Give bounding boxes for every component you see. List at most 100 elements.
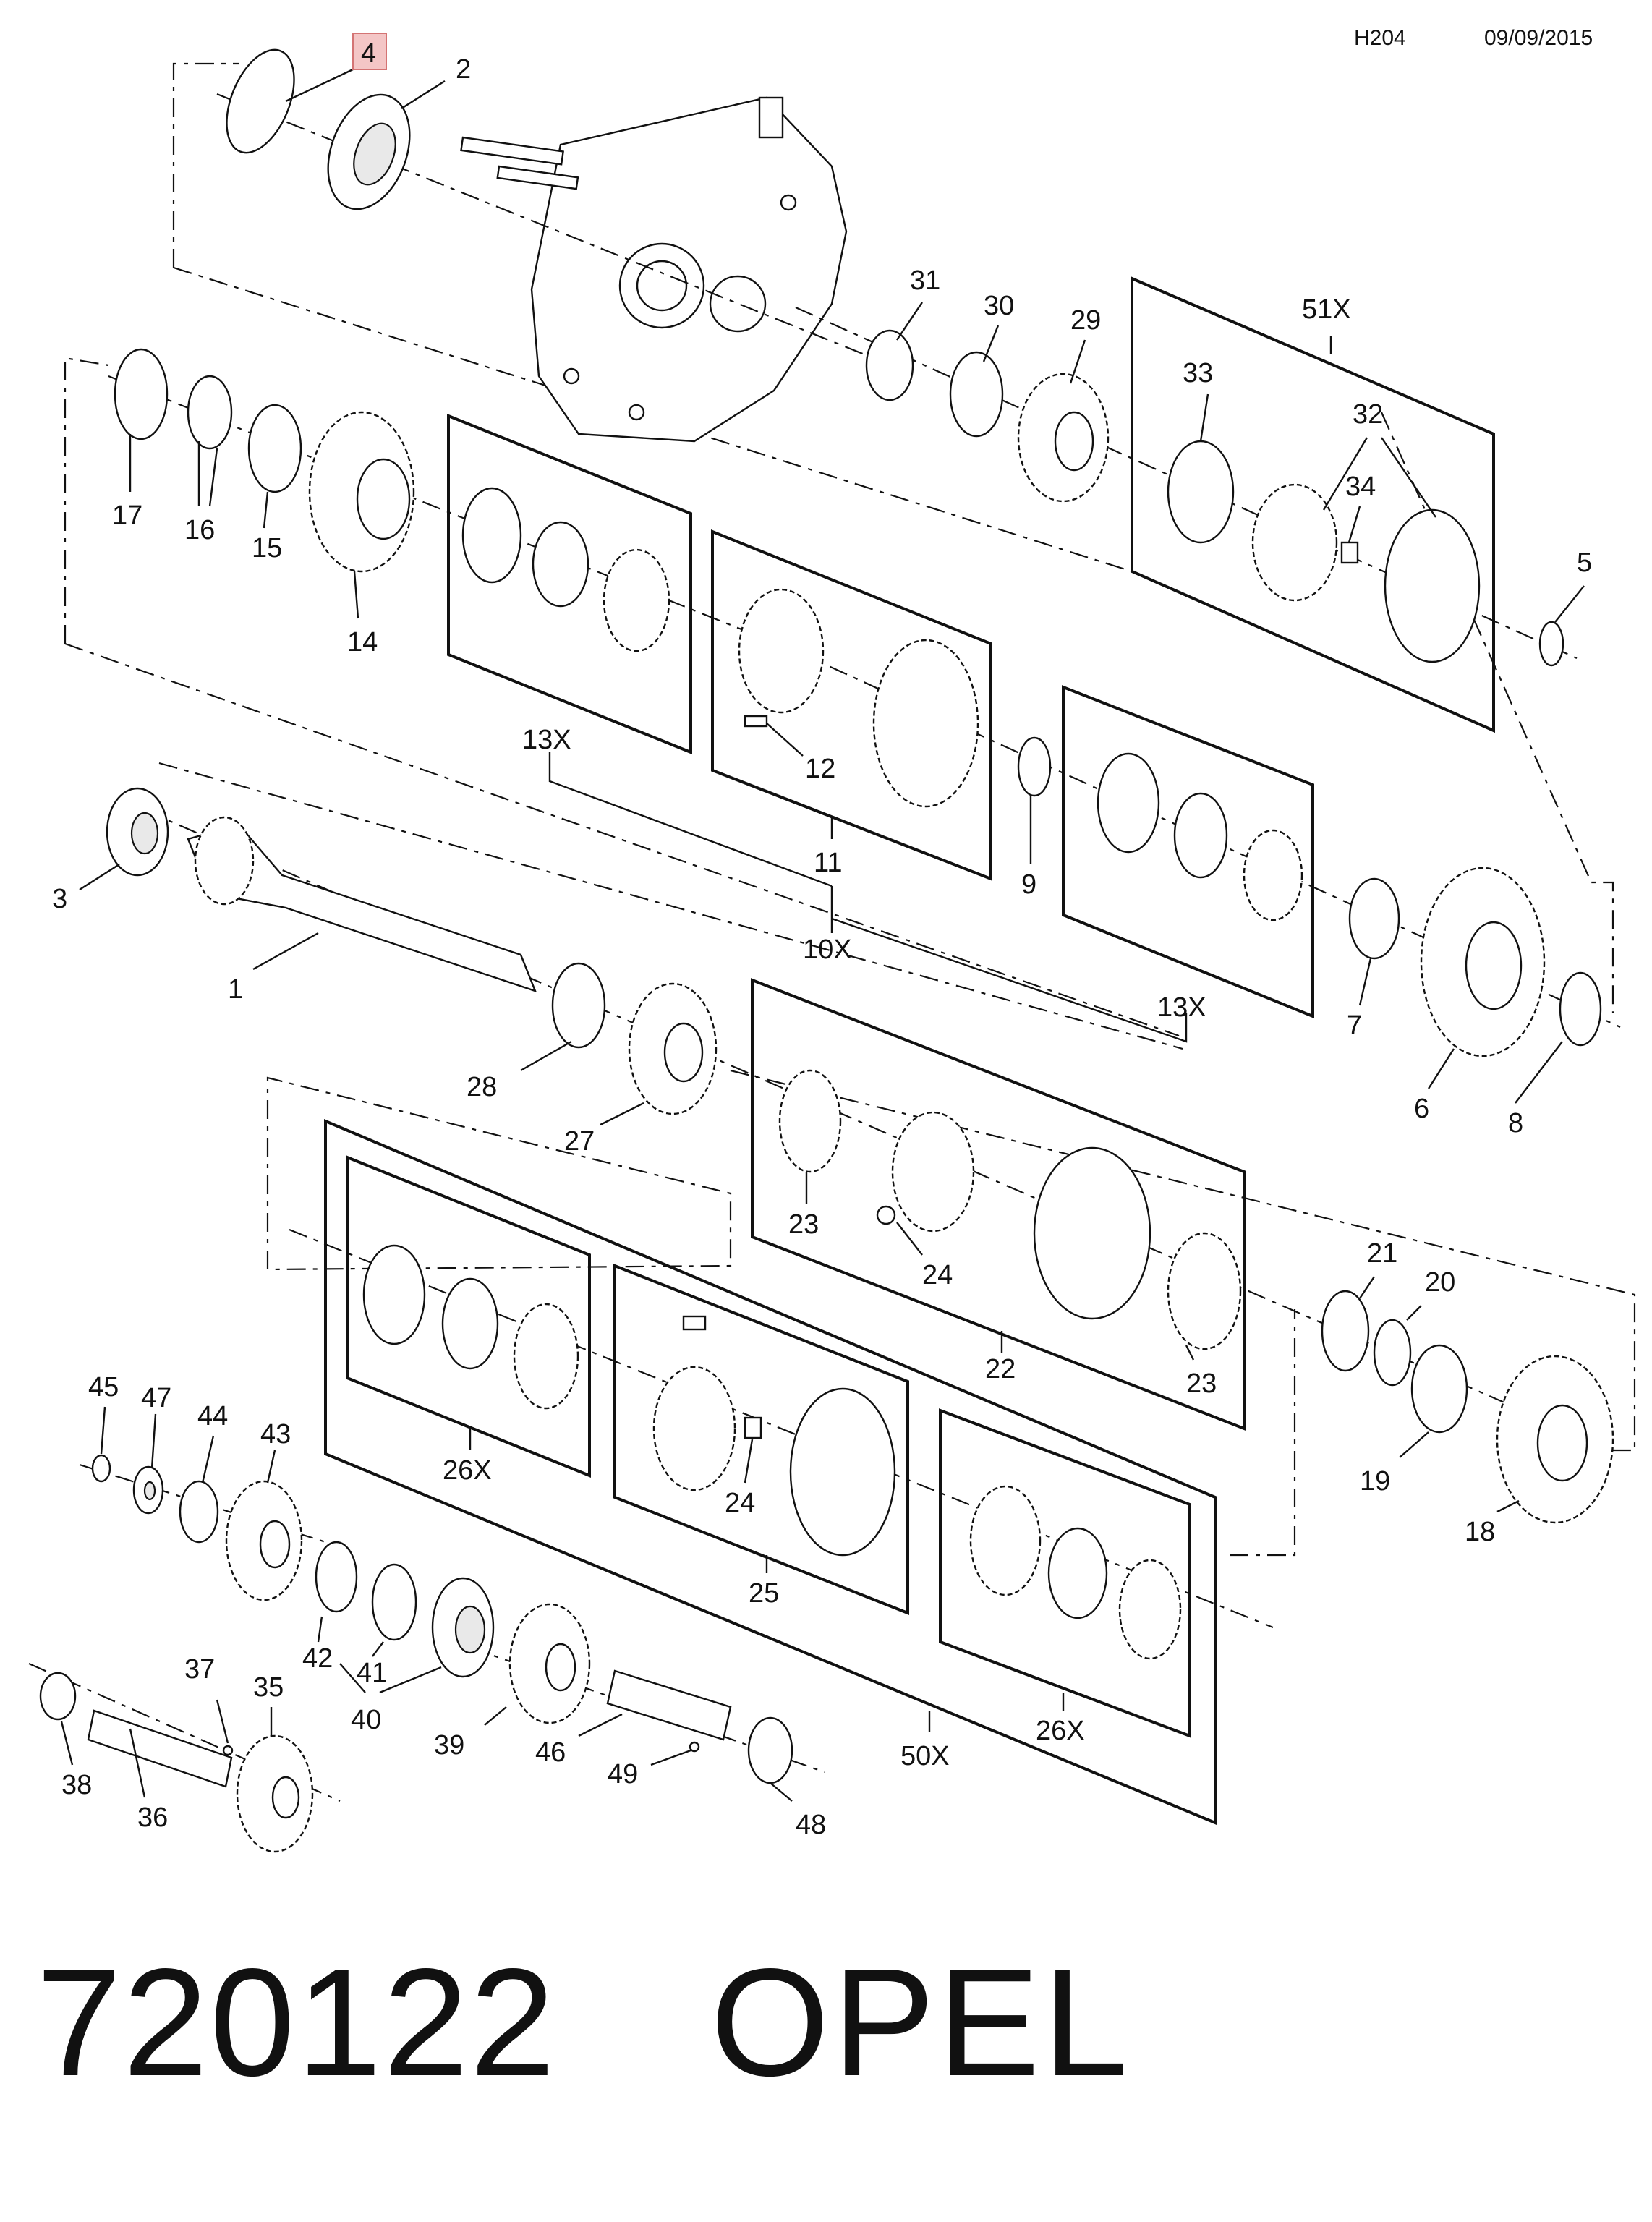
part-24-hub-upper (891, 1111, 975, 1233)
callout-44: 44 (197, 1401, 228, 1431)
callout-5: 5 (1577, 548, 1592, 578)
part-49-ball (689, 1741, 700, 1753)
callout-48: 48 (796, 1810, 826, 1840)
box-22 (751, 978, 1246, 1431)
leader-8 (1515, 1041, 1563, 1104)
leader-32b (1381, 437, 1436, 518)
callout-35: 35 (253, 1672, 284, 1703)
part-13x-right-ring-middle (1173, 792, 1228, 879)
callout-15: 15 (252, 533, 282, 563)
part-41-circlip (371, 1563, 417, 1641)
part-17-circlip (114, 348, 169, 440)
part-1-shaft-pinion (194, 816, 255, 906)
part-42-circlip (315, 1541, 358, 1613)
housing-bore-small (709, 275, 767, 333)
part-26x-right-ring-outer (969, 1485, 1042, 1596)
leader-39 (484, 1706, 507, 1726)
leader-33 (1199, 393, 1209, 442)
part-32-sleeve (1384, 508, 1481, 663)
box-11 (711, 529, 992, 881)
callout-18: 18 (1465, 1517, 1495, 1547)
part-37-ball (222, 1745, 234, 1756)
callout-20: 20 (1425, 1267, 1455, 1298)
parts (39, 48, 1614, 1853)
callout-39: 39 (434, 1730, 464, 1761)
leader-14 (353, 571, 359, 619)
part-35-gear-hub (271, 1776, 300, 1819)
leader-16b (208, 448, 218, 507)
leader-40a (339, 1663, 366, 1693)
part-11-hub (738, 588, 825, 714)
leader-24a (896, 1222, 923, 1256)
leader-lines (60, 67, 1585, 1802)
part-3-bearing-inner (130, 812, 159, 855)
part-33-synchro-ring (1167, 440, 1235, 544)
callout-labels: 1 2 3 4 5 6 7 8 9 10X 11 12 13X 13X 14 1… (52, 38, 1592, 1840)
callout-21: 21 (1367, 1238, 1397, 1269)
part-25-sleeve (789, 1387, 896, 1557)
callout-22: 22 (985, 1354, 1016, 1384)
leader-15 (263, 491, 269, 529)
part-13x-ring-inner (603, 548, 670, 652)
housing-bolt-1 (563, 367, 580, 385)
callout-47: 47 (141, 1383, 171, 1413)
part-25-hub (652, 1366, 736, 1491)
part-19-needle-bearing (1410, 1344, 1468, 1434)
part-44-needle-bearing (179, 1480, 219, 1544)
part-26x-left-ring-middle (441, 1277, 499, 1370)
phantom-line-left (64, 642, 1180, 1037)
diagram-code: H204 (1354, 26, 1406, 50)
part-26x-left-ring-outer (362, 1244, 426, 1345)
box-13x-right (1062, 685, 1314, 1018)
callout-9: 9 (1021, 869, 1036, 900)
part-48-bush (747, 1716, 793, 1784)
part-13x-right-ring-outer (1097, 752, 1160, 854)
part-15-needle-bearing (247, 404, 302, 493)
part-31-sleeve (865, 329, 914, 401)
leader-3 (79, 863, 120, 891)
callout-7: 7 (1347, 1010, 1362, 1041)
leader-2 (401, 80, 446, 110)
leader-28 (520, 1040, 572, 1072)
callout-42: 42 (302, 1643, 333, 1674)
leader-24b (744, 1439, 754, 1484)
callout-1: 1 (228, 974, 243, 1005)
callout-33: 33 (1183, 358, 1213, 388)
callout-23-left: 23 (788, 1209, 819, 1240)
part-30-needle-bearing (949, 351, 1004, 438)
leader-30 (982, 325, 1000, 362)
leader-6 (1427, 1048, 1455, 1089)
leader-42 (317, 1616, 323, 1643)
leader-37 (216, 1699, 229, 1744)
callout-41: 41 (357, 1658, 387, 1688)
part-13x-right-ring-inner (1243, 829, 1303, 921)
phantom-outline-left (64, 357, 109, 644)
callout-51x: 51X (1302, 294, 1351, 325)
leader-47 (150, 1413, 157, 1469)
leader-12 (766, 723, 804, 757)
callout-24-upper: 24 (922, 1260, 953, 1290)
axis-input-top (216, 93, 883, 363)
part-6-gear-hub (1465, 921, 1523, 1010)
callout-30: 30 (984, 291, 1014, 321)
leader-43 (266, 1450, 276, 1484)
part-29-gear-hub (1054, 411, 1094, 472)
part-28-needle-bearing (551, 962, 606, 1049)
assembly-boxes (324, 276, 1495, 1825)
leader-46 (578, 1713, 623, 1737)
callout-45: 45 (88, 1372, 119, 1402)
leader-44 (201, 1435, 215, 1484)
phantom-outline-bottom-right (1230, 1309, 1296, 1557)
part-20-circlip (1373, 1319, 1412, 1387)
callout-29: 29 (1070, 305, 1101, 336)
part-2-bearing-inner (353, 122, 396, 186)
part-23-synchro-ring-left (778, 1069, 842, 1173)
part-21-circlip (1321, 1290, 1370, 1372)
callout-40: 40 (351, 1705, 381, 1735)
callout-46: 46 (535, 1737, 566, 1768)
part-26x-right-ring-middle (1047, 1527, 1108, 1619)
part-13x-ring-outer (461, 487, 522, 584)
phantom-outlines (64, 62, 1636, 1557)
callout-43: 43 (260, 1419, 291, 1450)
phantom-outline-top (172, 62, 239, 268)
